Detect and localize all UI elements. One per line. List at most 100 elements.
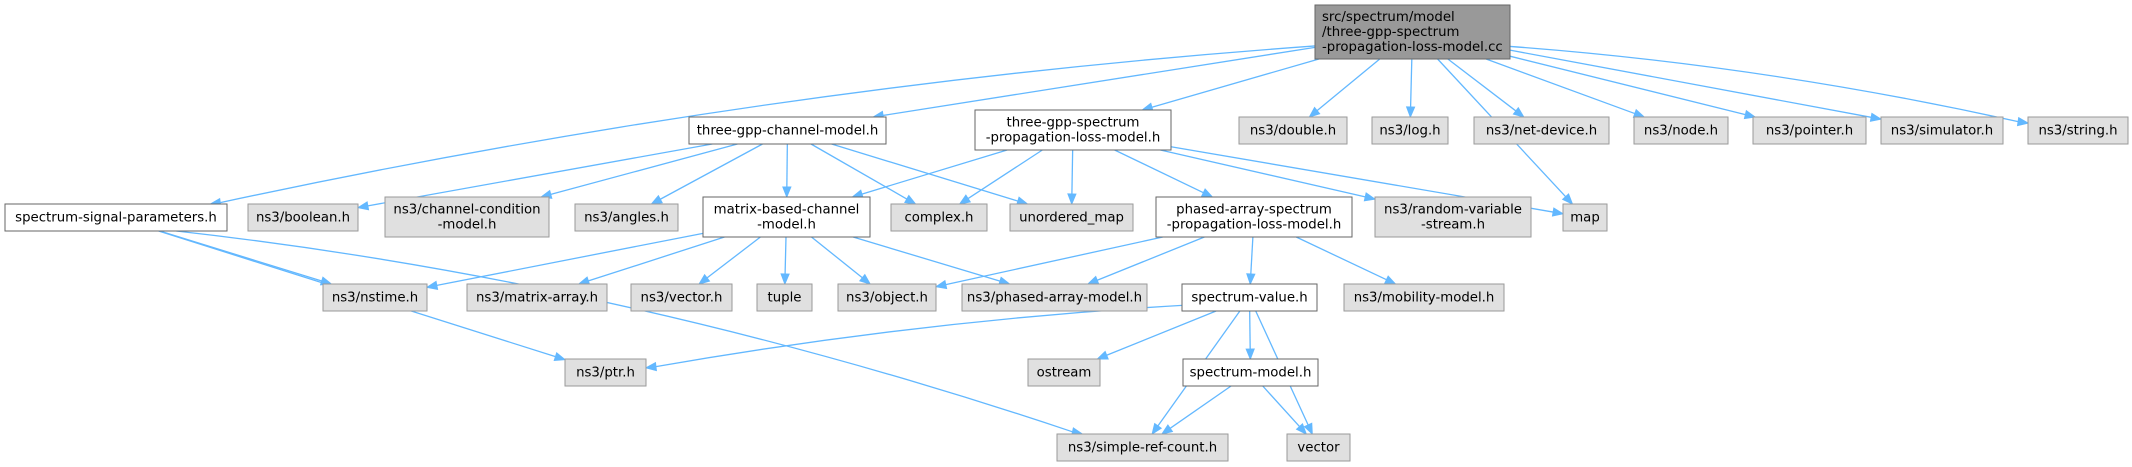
node-box (1238, 116, 1348, 145)
edge-three-gpp-channel-model-to-channel-condition (539, 143, 738, 199)
edge-line (1409, 58, 1413, 108)
node-three-gpp-channel-model[interactable]: three-gpp-channel-model.h (688, 116, 887, 145)
edge-arrowhead (1246, 273, 1256, 286)
node-ptr[interactable]: ns3/ptr.h (564, 358, 647, 387)
node-label: three-gpp-spectrum (1006, 116, 1139, 131)
node-log[interactable]: ns3/log.h (1371, 116, 1449, 145)
node-complex[interactable]: complex.h (890, 203, 988, 232)
edge-spectrum-model-to-simple-ref-count (1160, 385, 1232, 435)
node-label: map (1570, 211, 1600, 226)
edge-arrowhead (1303, 422, 1313, 436)
node-box (1343, 283, 1505, 312)
node-label: ns3/double.h (1250, 124, 1336, 139)
node-object[interactable]: ns3/object.h (837, 283, 937, 312)
node-vector-h[interactable]: ns3/vector.h (630, 283, 733, 312)
node-string[interactable]: ns3/string.h (2027, 116, 2129, 145)
node-label: matrix-based-channel (714, 203, 860, 218)
node-box (1027, 358, 1101, 387)
edge-spectrum-model-to-vector (1262, 385, 1308, 435)
node-label: ns3/pointer.h (1766, 124, 1853, 139)
edge-three-gpp-channel-model-to-boolean (356, 143, 713, 211)
node-label: /three-gpp-spectrum (1322, 25, 1460, 40)
edge-matrix-based-channel-to-phased-array-model (852, 236, 1011, 286)
edge-arrowhead (1308, 106, 1321, 118)
edge-arrowhead (425, 280, 439, 290)
node-spectrum-model[interactable]: spectrum-model.h (1182, 358, 1319, 387)
edge-root-to-three-gpp-spectrum-plm (1140, 58, 1320, 112)
edge-line (1071, 149, 1074, 195)
edge-arrowhead (2016, 116, 2030, 127)
node-box (2027, 116, 2129, 145)
edge-line (220, 45, 1316, 204)
node-box (466, 283, 608, 312)
edge-line (588, 236, 725, 282)
node-phased-array-spectrum[interactable]: phased-array-spectrum-propagation-loss-m… (1155, 196, 1353, 238)
edge-arrowhead (1869, 112, 1883, 122)
edge-arrowhead (904, 194, 917, 205)
edge-line (1316, 58, 1381, 112)
node-simple-ref-count[interactable]: ns3/simple-ref-count.h (1056, 433, 1229, 462)
node-box (564, 358, 647, 387)
edge-line (1160, 149, 1366, 198)
node-label: -stream.h (1421, 218, 1485, 233)
edge-arrowhead (934, 279, 948, 290)
node-vector[interactable]: vector (1286, 433, 1351, 462)
node-channel-condition[interactable]: ns3/channel-condition-model.h (384, 196, 550, 238)
node-random-variable[interactable]: ns3/random-variable-stream.h (1374, 196, 1532, 238)
edge-line (1295, 236, 1387, 281)
edge-line (1106, 310, 1217, 356)
edge-spectrum-value-to-spectrum-model (1245, 310, 1255, 361)
node-label: -propagation-loss-model.h (1167, 218, 1342, 233)
node-simulator[interactable]: ns3/simulator.h (1880, 116, 2004, 145)
node-label: ns3/object.h (846, 291, 928, 306)
edge-line (1114, 149, 1204, 194)
edge-line (1447, 58, 1517, 112)
node-spectrum-value[interactable]: spectrum-value.h (1181, 283, 1318, 312)
node-box (1182, 358, 1319, 387)
edge-root-to-net-device (1447, 58, 1525, 118)
node-box (688, 116, 887, 145)
node-double[interactable]: ns3/double.h (1238, 116, 1348, 145)
node-box (702, 196, 871, 238)
node-tuple[interactable]: tuple (756, 283, 813, 312)
node-ostream[interactable]: ostream (1027, 358, 1101, 387)
node-map[interactable]: map (1562, 203, 1608, 232)
edge-arrowhead (650, 194, 663, 205)
edge-line (550, 143, 738, 196)
node-label: ns3/mobility-model.h (1354, 291, 1495, 306)
node-spectrum-signal-parameters[interactable]: spectrum-signal-parameters.h (4, 203, 228, 232)
node-label: spectrum-signal-parameters.h (15, 211, 217, 226)
edge-line (852, 236, 1001, 282)
node-mobility-model[interactable]: ns3/mobility-model.h (1343, 283, 1505, 312)
node-unordered_map[interactable]: unordered_map (1009, 203, 1134, 232)
node-label: ns3/nstime.h (332, 291, 418, 306)
node-boolean[interactable]: ns3/boolean.h (247, 203, 359, 232)
node-phased-array-model[interactable]: ns3/phased-array-model.h (961, 283, 1148, 312)
edge-arrowhead (644, 361, 657, 372)
node-pointer[interactable]: ns3/pointer.h (1752, 116, 1867, 145)
edge-line (861, 149, 1008, 195)
node-matrix-based-channel[interactable]: matrix-based-channel-model.h (702, 196, 871, 238)
node-matrix-array[interactable]: ns3/matrix-array.h (466, 283, 608, 312)
node-label: ns3/simple-ref-count.h (1068, 441, 1217, 456)
edge-arrowhead (356, 201, 370, 211)
edge-arrowhead (553, 351, 567, 362)
node-box (890, 203, 988, 232)
node-label: ns3/log.h (1379, 124, 1440, 139)
node-box (384, 196, 550, 238)
node-node[interactable]: ns3/node.h (1633, 116, 1729, 145)
node-box (974, 109, 1172, 151)
node-label: vector (1297, 441, 1340, 456)
edge-line (1151, 58, 1320, 108)
node-box (756, 283, 813, 312)
node-label: phased-array-spectrum (1176, 203, 1332, 218)
edge-arrowhead (1151, 422, 1163, 436)
node-angles[interactable]: ns3/angles.h (574, 203, 679, 232)
node-label: ns3/random-variable (1384, 203, 1522, 218)
node-net-device[interactable]: ns3/net-device.h (1473, 116, 1610, 145)
edge-line (784, 236, 787, 275)
node-nstime[interactable]: ns3/nstime.h (322, 283, 428, 312)
node-three-gpp-spectrum-plm[interactable]: three-gpp-spectrum-propagation-loss-mode… (974, 109, 1172, 151)
edge-line (967, 149, 1043, 200)
